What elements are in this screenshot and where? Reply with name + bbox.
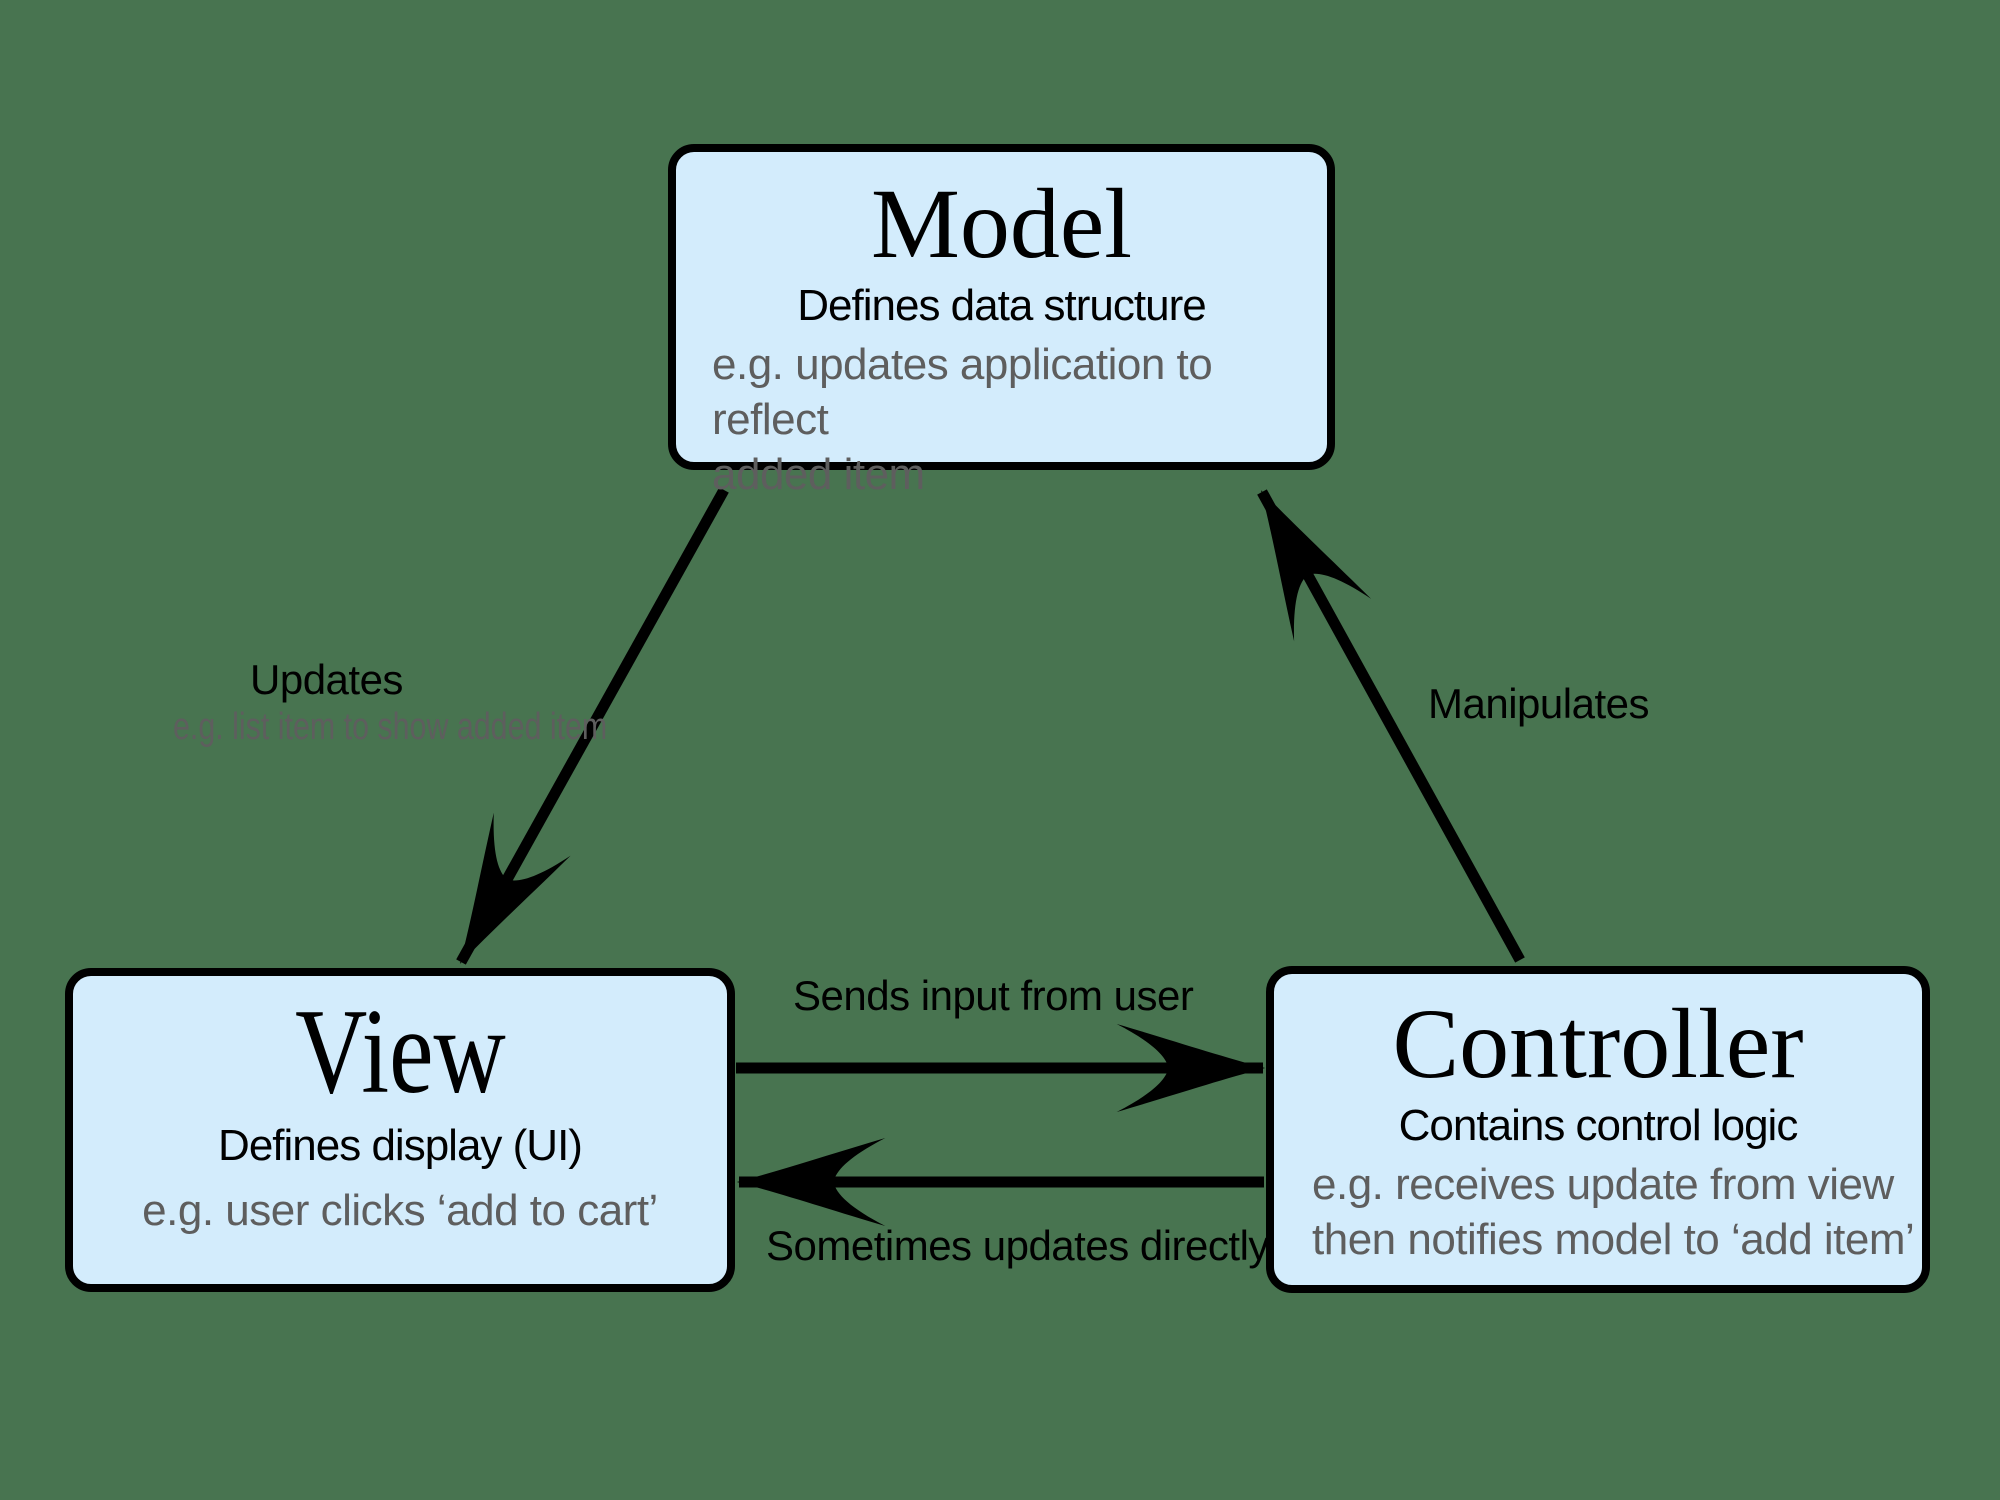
controller-example-line-1: e.g. receives update from view <box>1312 1159 1894 1209</box>
model-title: Model <box>870 168 1133 279</box>
controller-box: Controller Contains control logic e.g. r… <box>1266 966 1930 1293</box>
view-box: View Defines display (UI) e.g. user clic… <box>65 968 735 1292</box>
view-subtitle: Defines display (UI) <box>218 1120 583 1170</box>
controller-to-model-arrow <box>1257 489 1525 963</box>
model-box: Model Defines data structure e.g. update… <box>668 144 1335 499</box>
sometimes-updates-arrow-label: Sometimes updates directly <box>766 1222 1269 1269</box>
view-example: e.g. user clicks ‘add to cart’ <box>73 1183 727 1238</box>
controller-example-line-2: then notifies model to ‘add item’ <box>1312 1214 1915 1264</box>
manipulates-arrow-label: Manipulates <box>1428 680 1649 727</box>
model-subtitle: Defines data structure <box>797 281 1206 330</box>
sends-input-arrow-label: Sends input from user <box>793 972 1194 1019</box>
view-title: View <box>294 984 506 1119</box>
controller-title: Controller <box>1392 988 1804 1099</box>
model-to-view-arrow <box>456 487 729 965</box>
model-example-line-1: e.g. updates application to reflect <box>712 339 1213 444</box>
view-example-line-1: e.g. user clicks ‘add to cart’ <box>142 1185 658 1235</box>
controller-subtitle: Contains control logic <box>1398 1101 1799 1150</box>
controller-example: e.g. receives update from view then noti… <box>1274 1157 1922 1267</box>
model-example-line-2: added item <box>712 449 925 499</box>
updates-arrow-label: Updates <box>250 656 403 703</box>
model-example: e.g. updates application to reflect adde… <box>676 337 1327 502</box>
updates-arrow-sublabel: e.g. list item to show added item <box>173 706 608 748</box>
